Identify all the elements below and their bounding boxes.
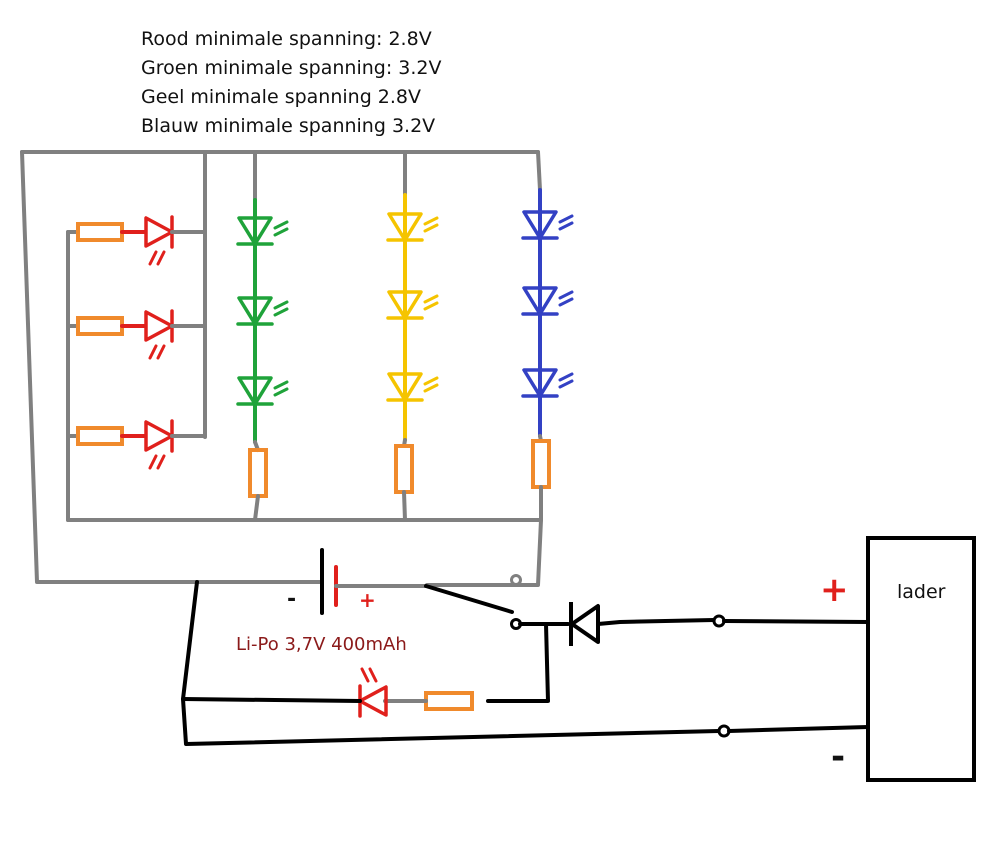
charger-box <box>866 536 976 782</box>
charge-wire <box>596 618 716 626</box>
indicator-resistor <box>424 691 474 711</box>
red-row-resistor <box>76 316 124 336</box>
led-emission-ray <box>558 221 574 231</box>
yellow-led <box>386 290 439 320</box>
led-emission-ray <box>423 216 439 226</box>
blue-led <box>521 210 574 240</box>
indicator-wire <box>486 622 550 703</box>
red-led <box>144 215 174 266</box>
led-emission-ray <box>558 372 574 382</box>
charge-minus-wire <box>727 725 870 733</box>
green-column-wire <box>253 494 260 522</box>
led-emission-ray <box>273 220 289 230</box>
indicator-wire <box>181 697 362 703</box>
blue-column-wire <box>536 150 542 192</box>
led-emission-ray <box>148 344 158 360</box>
left-outer-wire <box>20 150 199 584</box>
led-body <box>387 290 423 320</box>
red-row-resistor <box>76 222 124 242</box>
led-emission-ray <box>156 454 166 470</box>
led-emission-ray <box>558 214 574 224</box>
battery-label: Li-Po 3,7V 400mAh <box>236 634 407 655</box>
led-body <box>387 372 423 402</box>
led-emission-ray <box>156 250 166 266</box>
red-led <box>144 309 174 360</box>
led-body <box>144 310 174 342</box>
charger-plus-sign: + <box>820 570 849 610</box>
red-row-resistor <box>76 426 124 446</box>
note-yellow-voltage: Geel minimale spanning 2.8V <box>141 86 422 108</box>
note-red-voltage: Rood minimale spanning: 2.8V <box>141 28 432 50</box>
led-emission-ray <box>273 387 289 397</box>
blue-led <box>521 286 574 316</box>
led-body <box>522 210 558 240</box>
green-resistor <box>248 448 268 498</box>
led-emission-ray <box>273 300 289 310</box>
led-body <box>522 286 558 316</box>
led-emission-ray <box>423 376 439 386</box>
right-return-wire <box>425 518 543 587</box>
led-body <box>522 368 558 398</box>
charge-plus-wire <box>722 619 870 624</box>
led-emission-ray <box>148 454 158 470</box>
charge-diode <box>570 604 600 644</box>
led-emission-ray <box>558 297 574 307</box>
switch-lever <box>424 584 514 614</box>
led-body <box>237 376 273 406</box>
led-emission-ray <box>423 223 439 233</box>
yellow-led <box>386 372 439 402</box>
led-body <box>358 685 388 717</box>
charger-minus-sign: - <box>831 737 846 777</box>
red-led <box>144 419 174 470</box>
green-led <box>236 296 289 326</box>
led-body <box>387 212 423 242</box>
led-emission-ray <box>273 307 289 317</box>
note-green-voltage: Groen minimale spanning: 3.2V <box>141 57 442 79</box>
blue-resistor <box>531 439 551 489</box>
led-emission-ray <box>558 290 574 300</box>
switch-contact-top <box>510 574 522 586</box>
yellow-column-wire <box>402 490 407 522</box>
yellow-resistor <box>394 444 414 494</box>
led-body <box>237 296 273 326</box>
negative-return-wire <box>181 580 721 746</box>
battery-plus-sign: + <box>359 588 376 612</box>
yellow-led <box>386 212 439 242</box>
led-emission-ray <box>156 344 166 360</box>
battery-minus-sign: - <box>287 587 297 612</box>
green-led <box>236 216 289 246</box>
green-led <box>236 376 289 406</box>
charge-indicator-led <box>358 667 388 718</box>
led-emission-ray <box>558 379 574 389</box>
led-emission-ray <box>273 227 289 237</box>
charger-label: lader <box>897 581 946 603</box>
led-body <box>144 420 174 452</box>
led-emission-ray <box>273 380 289 390</box>
led-emission-ray <box>360 667 370 683</box>
led-emission-ray <box>423 383 439 393</box>
led-body <box>237 216 273 246</box>
led-emission-ray <box>368 667 378 683</box>
note-blue-voltage: Blauw minimale spanning 3.2V <box>141 115 436 137</box>
led-emission-ray <box>148 250 158 266</box>
led-emission-ray <box>423 294 439 304</box>
led-emission-ray <box>423 301 439 311</box>
led-body <box>144 216 174 248</box>
blue-led <box>521 368 574 398</box>
